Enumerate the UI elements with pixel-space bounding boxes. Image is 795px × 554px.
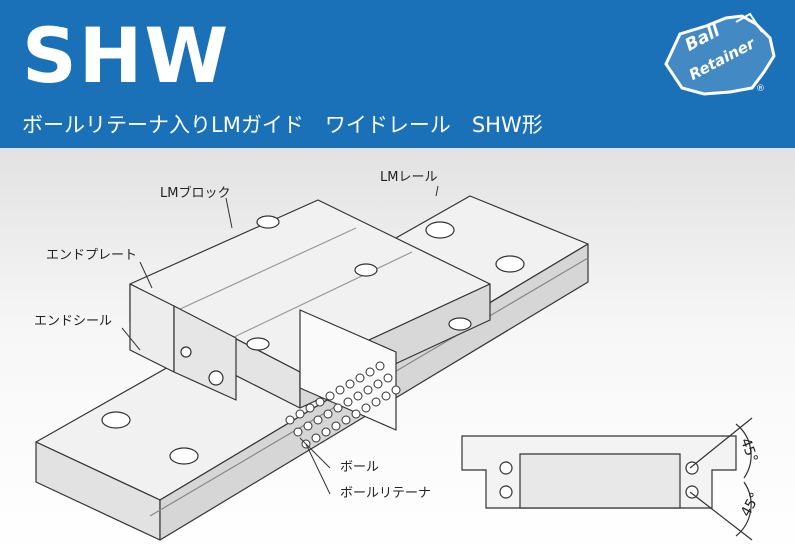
block-hole-4 xyxy=(246,337,270,351)
block-hole-3 xyxy=(448,317,472,331)
rail-hole-1 xyxy=(101,411,131,429)
rail-hole-4 xyxy=(495,255,525,273)
rail-hole-2 xyxy=(169,447,199,465)
logo-shape xyxy=(664,12,776,96)
label-lm-block: LMブロック xyxy=(160,186,231,201)
leader-ball xyxy=(299,437,331,469)
rail-hole-3 xyxy=(425,221,455,239)
logo-registered-mark: ® xyxy=(756,84,765,94)
grease-nipple xyxy=(180,346,192,358)
label-ball-retainer: ボールリテーナ xyxy=(340,486,432,501)
ball-retainer-logo-icon: Ball Retainer ® xyxy=(660,12,780,102)
page-title: SHW xyxy=(22,11,231,100)
leader-lm-block xyxy=(225,197,233,229)
leader-ball-retainer xyxy=(305,443,331,495)
page-subtitle: ボールリテーナ入りLMガイド ワイドレール SHW形 xyxy=(22,113,543,137)
block-hole-1 xyxy=(256,215,280,229)
label-lm-rail: LMレール xyxy=(380,170,438,185)
block-hole-2 xyxy=(354,263,378,277)
cross-section-view xyxy=(461,417,753,541)
header-banner xyxy=(0,0,795,148)
label-ball: ボール xyxy=(340,460,380,475)
label-end-plate: エンドプレート xyxy=(46,248,138,263)
ball-rows xyxy=(285,361,401,449)
label-end-seal: エンドシール xyxy=(34,314,113,329)
leader-end-seal xyxy=(121,327,141,351)
leader-lm-rail xyxy=(435,185,439,197)
leader-end-plate xyxy=(139,261,153,289)
